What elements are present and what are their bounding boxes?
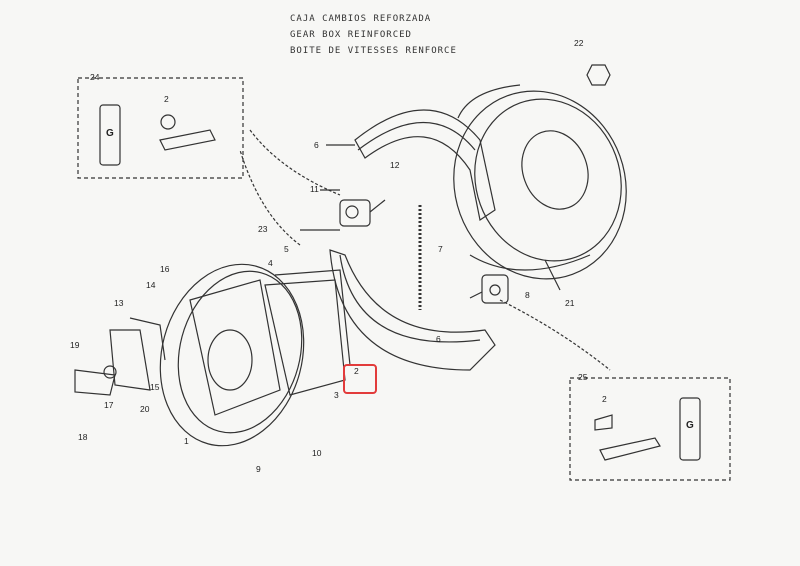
callout-2-kit: 2	[602, 394, 607, 404]
lower-brake-shoe	[329, 249, 496, 371]
backing-plate	[159, 263, 305, 447]
brake-cable-upper	[239, 149, 301, 246]
callout-23: 23	[258, 224, 268, 234]
kit-box-24	[77, 77, 244, 179]
callout-19: 19	[70, 340, 80, 350]
title-spanish: CAJA CAMBIOS REFORZADA	[290, 14, 432, 24]
grease-tube-right	[679, 397, 701, 461]
callout-6-upper: 6	[314, 140, 319, 150]
highlight-box	[343, 364, 377, 394]
callout-4: 4	[268, 258, 273, 268]
callout-9: 9	[256, 464, 261, 474]
callout-24: 24	[90, 72, 100, 82]
callout-12: 12	[390, 160, 400, 170]
callout-2-highlight: 2	[354, 366, 359, 376]
callout-5: 5	[284, 244, 289, 254]
title-french: BOITE DE VITESSES RENFORCE	[290, 46, 457, 56]
callout-21: 21	[565, 298, 575, 308]
title-english: GEAR BOX REINFORCED	[290, 30, 412, 40]
wheel-cylinder	[339, 199, 386, 227]
callout-6-lower: 6	[436, 334, 441, 344]
adjuster-assembly	[469, 274, 509, 304]
callout-22: 22	[574, 38, 584, 48]
callout-2-kit-left: 2	[164, 94, 169, 104]
callout-10: 10	[312, 448, 322, 458]
lever-assembly	[74, 317, 166, 396]
callout-13: 13	[114, 298, 124, 308]
callout-15: 15	[150, 382, 160, 392]
brake-cable-lower	[499, 299, 611, 371]
grease-g-left: G	[106, 128, 114, 139]
callout-8: 8	[525, 290, 530, 300]
drum-nut	[586, 64, 611, 86]
callout-11: 11	[310, 184, 319, 194]
callout-14: 14	[146, 280, 156, 290]
callout-7: 7	[438, 244, 443, 254]
callout-1: 1	[184, 436, 189, 446]
middle-plates	[264, 269, 351, 396]
callout-16: 16	[160, 264, 170, 274]
bleed-screw-right	[599, 437, 661, 461]
grease-tube-left	[99, 104, 121, 166]
callout-17: 17	[104, 400, 114, 410]
callout-25: 25	[578, 372, 588, 382]
callout-18: 18	[78, 432, 88, 442]
brake-drum	[453, 84, 627, 280]
callout-20: 20	[140, 404, 150, 414]
bleed-screw-left	[159, 129, 216, 151]
kit-box-25	[569, 377, 731, 481]
callout-3: 3	[334, 390, 339, 400]
upper-brake-shoe	[354, 109, 496, 221]
grease-g-right: G	[686, 420, 694, 431]
